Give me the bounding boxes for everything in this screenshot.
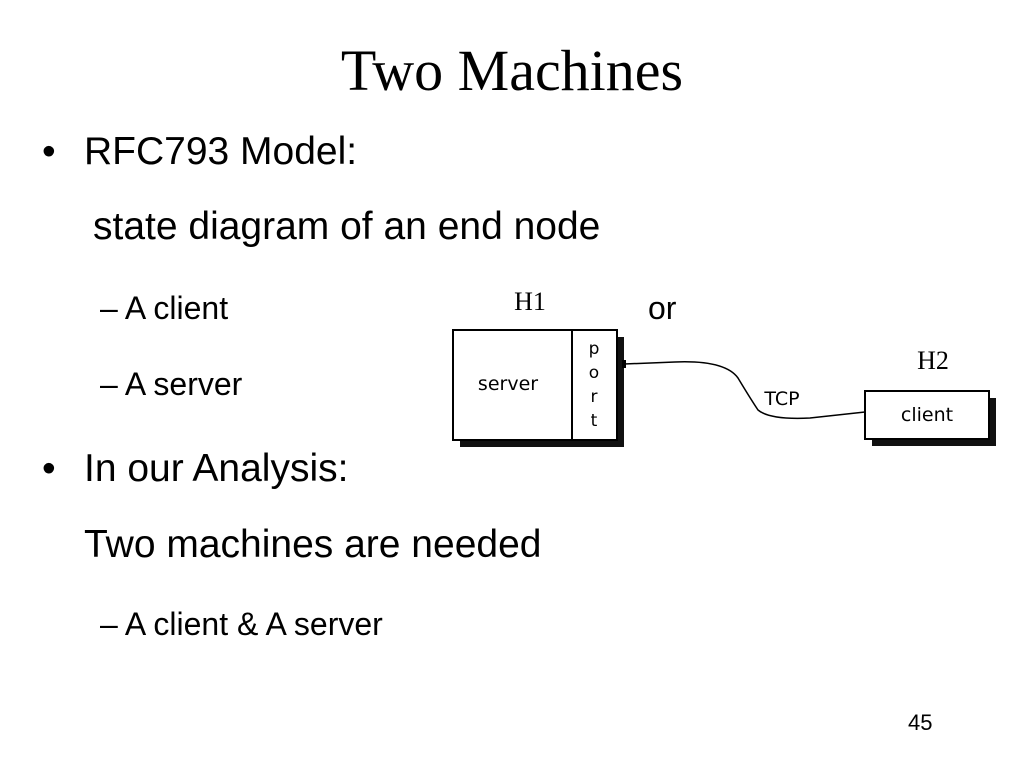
port-letter: o [589,363,599,383]
tcp-label: TCP [763,388,799,410]
port-letter: p [589,339,600,359]
port-endpoint [622,360,626,368]
sub-item-client-and-server: – A client & A server [100,605,383,643]
sub-item-a-client: – A client [100,289,228,327]
client-label: client [901,404,953,426]
server-label: server [478,373,538,395]
dash: – [100,606,118,642]
bullet-marker: • [42,447,56,490]
bullet-marker: • [42,130,56,173]
slide-title: Two Machines [340,38,684,103]
bullet-subtext-state-diagram: state diagram of an end node [93,205,601,248]
client-box [864,390,990,440]
sub-item-a-server: – A server [100,365,242,403]
page-number: 45 [908,710,933,735]
connector-or: or [648,290,677,326]
server-box [452,329,618,441]
host1-label: H1 [514,287,546,316]
port-letter: t [591,411,598,431]
dash: – [100,366,118,402]
sub-item-label: A client [124,290,229,326]
sub-item-label: A server [124,366,243,402]
bullet-heading-rfc793: RFC793 Model: [84,130,358,173]
host2-label: H2 [917,346,949,375]
sub-item-label: A client & A server [124,606,383,642]
bullet-heading-analysis: In our Analysis: [84,447,349,490]
client-server-diagram: H1 H2 server p o r t TCP client [452,287,996,447]
tcp-connection-line [623,361,866,420]
port-letter: r [591,387,598,407]
dash: – [100,290,118,326]
bullet-subtext-two-machines: Two machines are needed [84,523,542,566]
